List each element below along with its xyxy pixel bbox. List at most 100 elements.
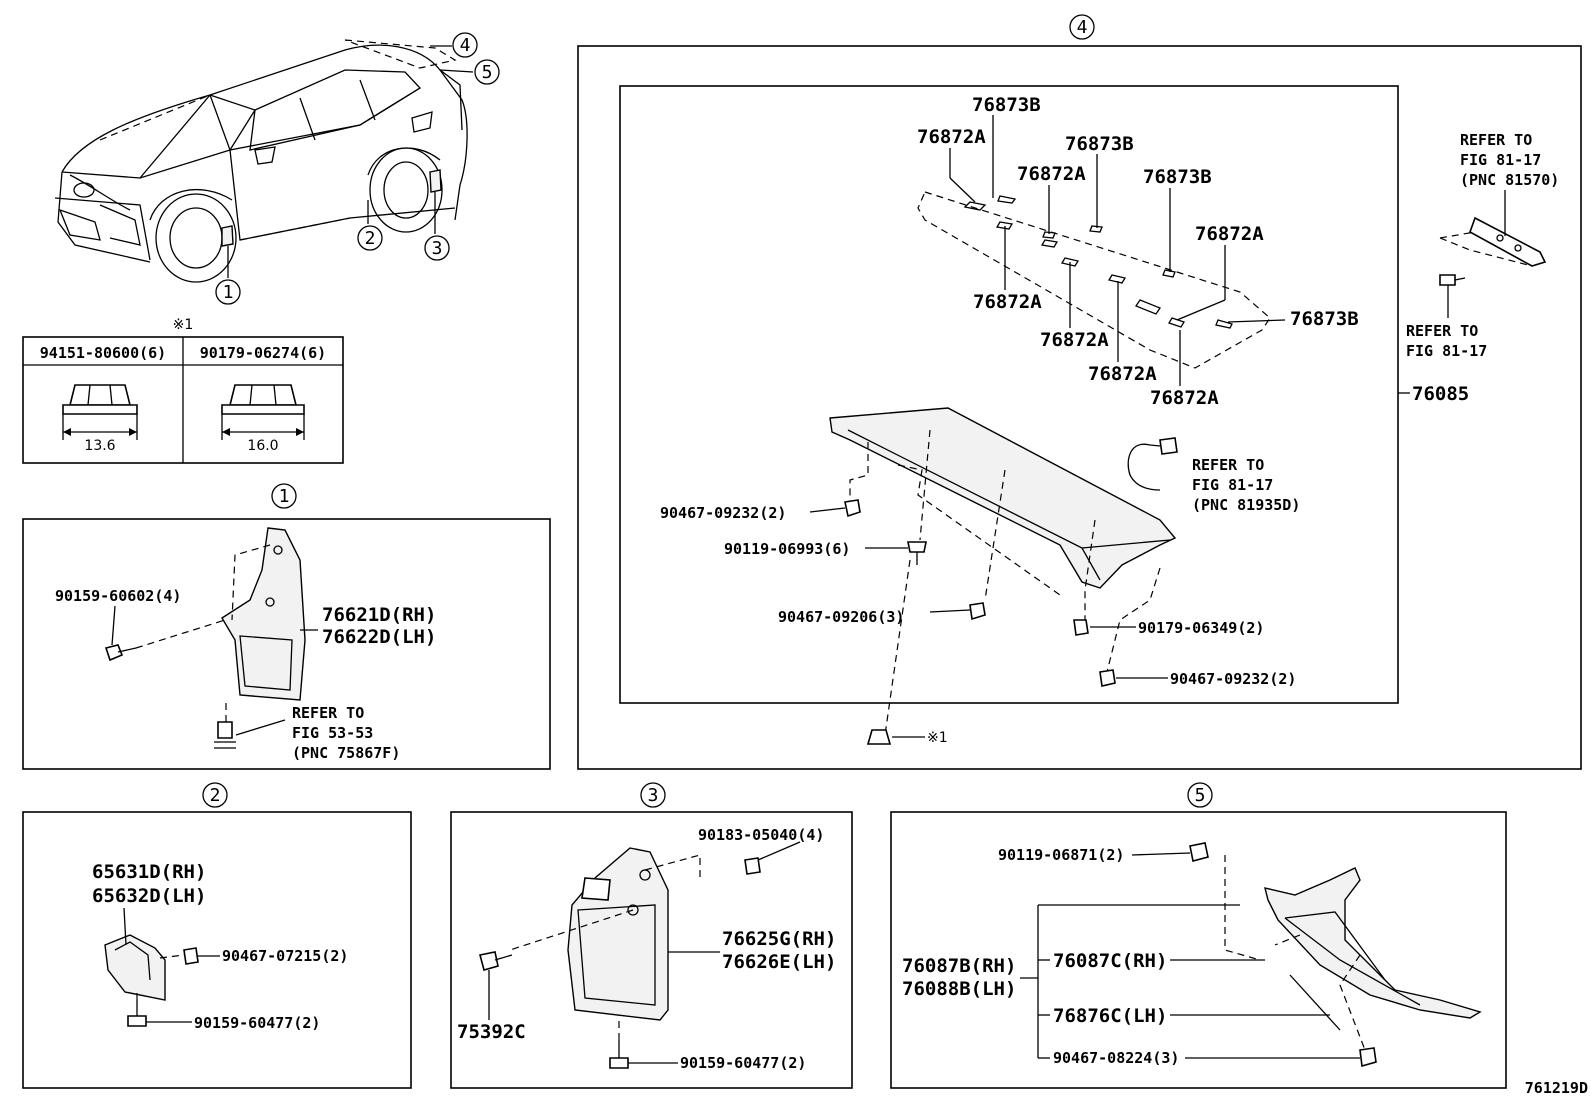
svg-text:76087B(RH): 76087B(RH)	[902, 955, 1016, 977]
svg-text:(PNC 75867F): (PNC 75867F)	[292, 744, 400, 762]
svg-text:REFER TO: REFER TO	[1406, 322, 1478, 340]
svg-text:※1: ※1	[927, 730, 948, 746]
nut-90183-05040	[744, 857, 761, 875]
svg-text:90159-60477(2): 90159-60477(2)	[194, 1014, 320, 1032]
section-2-rocker-guard: 2 65631D(RH) 65632D(LH) 90467-07215(2) 9…	[22, 782, 412, 1089]
svg-text:90119-06993(6): 90119-06993(6)	[724, 540, 850, 558]
svg-text:76872A: 76872A	[1017, 163, 1086, 185]
clip-90467-07215	[183, 947, 199, 965]
svg-text:1: 1	[223, 282, 234, 303]
callout-4-top: 4	[452, 32, 478, 58]
svg-text:90467-09206(3): 90467-09206(3)	[778, 608, 904, 626]
clip-90467-09232-b	[1099, 669, 1116, 687]
table-header-nut-2: 90179-06274(6)	[200, 344, 326, 362]
svg-text:76872A: 76872A	[1195, 223, 1264, 245]
label-76621D: 76621D(RH)	[322, 604, 436, 626]
svg-text:FIG 53-53: FIG 53-53	[292, 724, 373, 742]
svg-text:4: 4	[460, 35, 471, 56]
section-5-quarter-spoiler: 5 90119-06871(2) 76087B(RH) 76088B(LH) 7…	[890, 782, 1507, 1089]
svg-text:90159-60477(2): 90159-60477(2)	[680, 1054, 806, 1072]
svg-text:65631D(RH): 65631D(RH)	[92, 861, 206, 883]
svg-text:76626E(LH): 76626E(LH)	[722, 951, 836, 973]
svg-text:(PNC 81935D): (PNC 81935D)	[1192, 496, 1300, 514]
rear-spoiler-76085	[829, 407, 1177, 589]
svg-text:90467-09232(2): 90467-09232(2)	[1170, 670, 1296, 688]
svg-text:REFER TO: REFER TO	[292, 704, 364, 722]
stop-lamp-bracket	[1469, 216, 1547, 267]
svg-text:13.6: 13.6	[84, 438, 115, 454]
svg-text:FIG 81-17: FIG 81-17	[1192, 476, 1273, 494]
svg-text:REFER TO: REFER TO	[1192, 456, 1264, 474]
table-header-nut-1: 94151-80600(6)	[40, 344, 166, 362]
svg-text:FIG 81-17: FIG 81-17	[1406, 342, 1487, 360]
clip-90467-08224	[1359, 1047, 1377, 1068]
svg-text:76087C(RH): 76087C(RH)	[1053, 950, 1167, 972]
clip-90467-09206	[969, 602, 986, 621]
svg-text:2: 2	[210, 785, 221, 806]
svg-text:75392C: 75392C	[457, 1021, 526, 1043]
svg-text:2: 2	[365, 228, 376, 249]
label-76622D: 76622D(LH)	[322, 626, 436, 648]
bolt-90159-60477-s3	[609, 1040, 629, 1069]
diagram-id: 761219D	[1525, 1079, 1588, 1097]
svg-text:76873B: 76873B	[1290, 308, 1359, 330]
svg-text:FIG 81-17: FIG 81-17	[1460, 151, 1541, 169]
svg-text:90467-07215(2): 90467-07215(2)	[222, 947, 348, 965]
svg-text:76873B: 76873B	[1065, 133, 1134, 155]
note-mark: ※1	[173, 317, 194, 333]
callout-5-top: 5	[474, 59, 500, 85]
quarter-spoiler-part	[1264, 867, 1482, 1019]
svg-text:65632D(LH): 65632D(LH)	[92, 885, 206, 907]
svg-text:(PNC 81570): (PNC 81570)	[1460, 171, 1559, 189]
svg-text:5: 5	[482, 62, 493, 83]
bolt-90159-60602	[104, 644, 137, 662]
clip-90467-09232-a	[844, 499, 861, 518]
nut-90179-06349	[1073, 619, 1089, 636]
svg-text:76873B: 76873B	[972, 94, 1041, 116]
svg-text:76872A: 76872A	[1040, 329, 1109, 351]
hardware-table: ※1 94151-80600(6) 90179-06274(6) 13.6	[22, 317, 344, 464]
svg-text:76872A: 76872A	[1150, 387, 1219, 409]
svg-text:76872A: 76872A	[1088, 363, 1157, 385]
label-76085: 76085	[1412, 383, 1469, 405]
svg-text:16.0: 16.0	[247, 438, 278, 454]
section-4-rear-spoiler: 4 76873B 76872A 76873B 76872A 76873	[577, 14, 1582, 770]
svg-text:3: 3	[648, 785, 659, 806]
section-1-front-mudguard: 1 90159-60602(4) 76621D(RH) 76622D(LH) R…	[22, 483, 551, 770]
tape-pieces	[963, 195, 1233, 329]
section-3-rear-mudguard: 3 90183-05040(4) 76625G(RH) 76626E(LH) 7…	[450, 782, 853, 1089]
svg-text:90119-06871(2): 90119-06871(2)	[998, 846, 1124, 864]
screw-90119-06871	[1189, 842, 1209, 862]
nut-note-1	[866, 729, 892, 745]
svg-text:76625G(RH): 76625G(RH)	[722, 928, 836, 950]
svg-text:76876C(LH): 76876C(LH)	[1053, 1005, 1167, 1027]
clip-90119-06993	[907, 541, 927, 565]
svg-text:1: 1	[279, 486, 290, 507]
wire-harness	[1127, 437, 1178, 491]
svg-text:4: 4	[1077, 17, 1088, 38]
flange-nut-2: 16.0	[221, 384, 305, 454]
callout-3-top: 3	[424, 235, 450, 261]
tape-sheet-outline	[917, 191, 1271, 369]
clip-75867F	[214, 721, 236, 749]
svg-text:90183-05040(4): 90183-05040(4)	[698, 826, 824, 844]
svg-text:90467-09232(2): 90467-09232(2)	[660, 504, 786, 522]
bolt-90159-60477-s2	[127, 1000, 147, 1027]
vehicle-illustration	[54, 39, 474, 283]
svg-text:5: 5	[1195, 785, 1206, 806]
callout-1-top: 1	[215, 279, 241, 305]
svg-text:76872A: 76872A	[917, 126, 986, 148]
front-mudguard	[221, 527, 306, 701]
callout-2-top: 2	[357, 225, 383, 251]
label-90159-60602: 90159-60602(4)	[55, 587, 181, 605]
svg-text:90467-08224(3): 90467-08224(3)	[1053, 1049, 1179, 1067]
screw-lamp	[1439, 274, 1466, 286]
flange-nut-1: 13.6	[62, 384, 138, 454]
svg-text:REFER TO: REFER TO	[1460, 131, 1532, 149]
svg-text:90179-06349(2): 90179-06349(2)	[1138, 619, 1264, 637]
svg-text:76872A: 76872A	[973, 291, 1042, 313]
rear-mudguard	[567, 847, 669, 1021]
svg-text:3: 3	[432, 238, 443, 259]
svg-text:76088B(LH): 76088B(LH)	[902, 978, 1016, 1000]
